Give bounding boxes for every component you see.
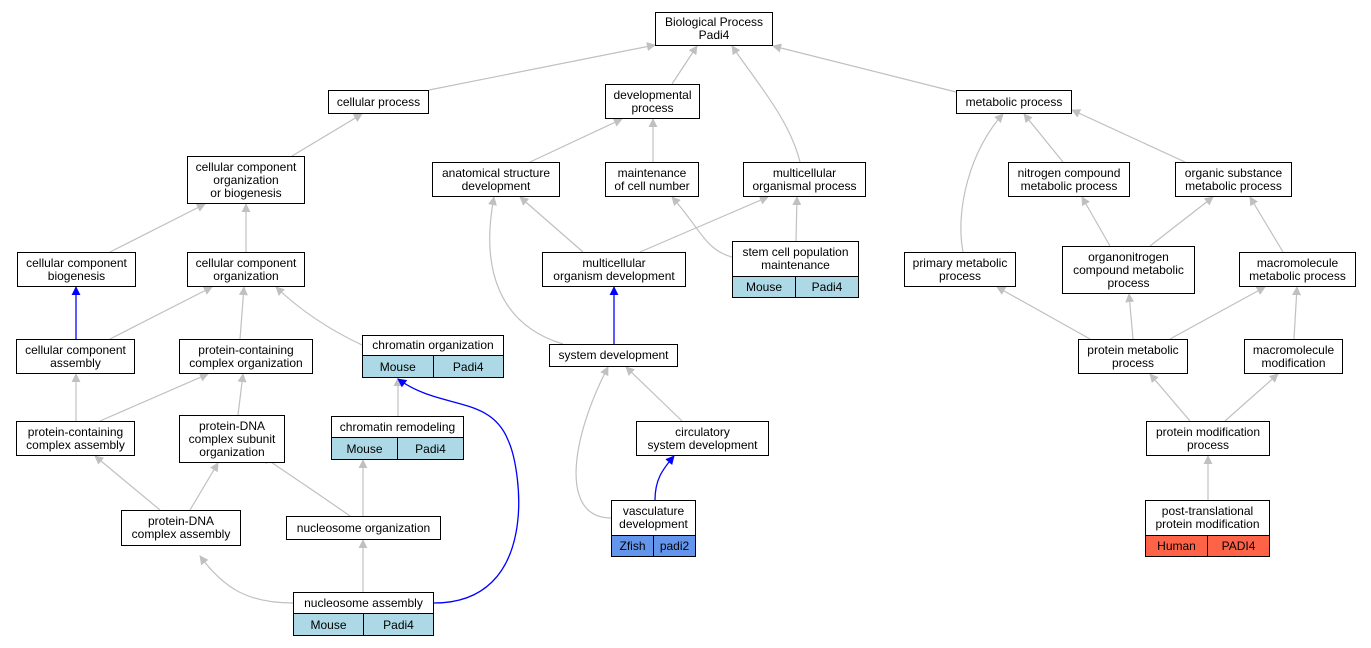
edge-no-pdcso: [261, 455, 351, 517]
species-tag: Mouse: [363, 356, 433, 377]
edge-na-co: [397, 378, 520, 604]
node-metabolic-process[interactable]: metabolic process: [956, 90, 1072, 114]
node-protein-containing-complex-organization[interactable]: protein-containing complex organization: [179, 339, 313, 374]
edge-scpm-mop: [792, 196, 802, 242]
gene-tag: Padi4: [795, 277, 858, 297]
species-tag: Mouse: [733, 277, 795, 297]
edge-pmdp-prmp: [1149, 373, 1191, 422]
node-organonitrogen-compound-metabolic-process[interactable]: organonitrogen compound metabolic proces…: [1062, 246, 1195, 294]
gene-tag: Padi4: [432, 356, 503, 377]
edge-mod-mop: [639, 196, 769, 253]
edge-scpm-mcn: [671, 196, 733, 258]
node-nucleosome-assembly[interactable]: nucleosome assembly: [293, 592, 434, 614]
species-tag: Mouse: [294, 614, 363, 635]
gene-tag: Padi4: [397, 438, 463, 459]
node-cellular-component-assembly[interactable]: cellular component assembly: [16, 339, 135, 374]
edge-prmp-pmp: [996, 286, 1091, 340]
edge-vd-csd: [654, 455, 675, 501]
edge-osmp-mp: [1071, 109, 1186, 163]
node-biological-process[interactable]: Biological Process Padi4: [655, 12, 773, 46]
node-anatomical-structure-development[interactable]: anatomical structure development: [432, 162, 560, 197]
edge-vd-sd: [575, 366, 612, 519]
node-vasculature-development[interactable]: vasculature development: [611, 500, 696, 536]
node-multicellular-organismal-process[interactable]: multicellular organismal process: [743, 162, 866, 197]
annotation-row-chromatin-remodeling: Mouse Padi4: [331, 438, 464, 460]
species-tag: Human: [1146, 536, 1207, 556]
edge-prmp-mmp: [1169, 286, 1266, 340]
node-cellular-component-biogenesis[interactable]: cellular component biogenesis: [17, 252, 136, 287]
gene-tag: padi2: [653, 536, 695, 556]
edge-mop-bp: [731, 45, 801, 163]
edge-ccob-cp: [291, 113, 363, 157]
species-tag: Mouse: [332, 438, 397, 459]
node-cellular-component-organization[interactable]: cellular component organization: [187, 252, 305, 287]
node-organic-substance-metabolic-process[interactable]: organic substance metabolic process: [1175, 162, 1292, 197]
species-tag: Zfish: [612, 536, 653, 556]
edge-pdca-pcca: [94, 455, 161, 511]
edge-pmp-mp: [960, 113, 1004, 253]
node-cellular-component-organization-or-biogenesis[interactable]: cellular component organization or bioge…: [187, 156, 305, 204]
node-stem-cell-population-maintenance[interactable]: stem cell population maintenance: [732, 241, 859, 277]
edge-ccb-ccob: [109, 203, 206, 253]
edge-dp-bp: [671, 45, 698, 85]
edge-cca-cco: [109, 286, 213, 340]
edge-pcco-cco: [238, 286, 248, 340]
node-protein-containing-complex-assembly[interactable]: protein-containing complex assembly: [16, 421, 135, 456]
edge-na-pdca: [199, 555, 294, 604]
node-developmental-process[interactable]: developmental process: [605, 84, 700, 119]
edge-asd-dp: [529, 118, 623, 163]
edge-prmp-oncmp: [1125, 293, 1135, 340]
node-maintenance-of-cell-number[interactable]: maintenance of cell number: [605, 162, 699, 197]
edge-cp-bp: [428, 42, 656, 91]
edge-mmp-osmp: [1249, 196, 1284, 253]
annotation-row-stem-cell-population-maintenance: Mouse Padi4: [732, 277, 859, 298]
edge-csd-sd: [625, 366, 683, 422]
node-protein-modification-process[interactable]: protein modification process: [1146, 421, 1270, 456]
node-multicellular-organism-development[interactable]: multicellular organism development: [542, 252, 686, 287]
annotation-row-nucleosome-assembly: Mouse Padi4: [293, 614, 434, 636]
node-nucleosome-organization[interactable]: nucleosome organization: [286, 516, 441, 540]
edge-sd-asd: [488, 196, 564, 345]
edge-co-cco: [275, 286, 363, 346]
edge-ncmp-mp: [1023, 113, 1064, 163]
node-system-development[interactable]: system development: [549, 344, 678, 367]
edge-mod-asd: [519, 196, 584, 253]
edge-pdca-pdcso: [189, 462, 219, 511]
edge-oncmp-ncmp: [1081, 196, 1111, 247]
node-cellular-process[interactable]: cellular process: [328, 90, 429, 114]
node-circulatory-system-development[interactable]: circulatory system development: [636, 421, 769, 456]
edge-pcca-pcco: [99, 373, 209, 422]
edge-pdcso-pcco: [237, 373, 247, 416]
gene-tag: PADI4: [1207, 536, 1269, 556]
node-post-translational-protein-modification[interactable]: post-translational protein modification: [1145, 500, 1270, 536]
node-primary-metabolic-process[interactable]: primary metabolic process: [904, 252, 1016, 287]
annotation-row-vasculature-development: Zfish padi2: [611, 536, 696, 557]
edge-pmdp-mm: [1224, 373, 1279, 422]
node-chromatin-organization[interactable]: chromatin organization: [362, 335, 504, 356]
edge-mm-mmp: [1292, 286, 1302, 340]
node-protein-dna-complex-subunit-organization[interactable]: protein-DNA complex subunit organization: [179, 415, 285, 463]
node-nitrogen-compound-metabolic-process[interactable]: nitrogen compound metabolic process: [1008, 162, 1130, 197]
node-chromatin-remodeling[interactable]: chromatin remodeling: [331, 416, 464, 438]
annotation-row-post-translational-protein-modification: Human PADI4: [1145, 536, 1270, 557]
node-macromolecule-metabolic-process[interactable]: macromolecule metabolic process: [1239, 252, 1356, 287]
edge-mp-bp: [772, 43, 957, 93]
gene-tag: Padi4: [363, 614, 433, 635]
node-protein-dna-complex-assembly[interactable]: protein-DNA complex assembly: [121, 510, 241, 546]
annotation-row-chromatin-organization: Mouse Padi4: [362, 356, 504, 378]
node-macromolecule-modification[interactable]: macromolecule modification: [1244, 339, 1343, 374]
edge-oncmp-osmp: [1149, 196, 1214, 247]
node-protein-metabolic-process[interactable]: protein metabolic process: [1078, 339, 1188, 374]
